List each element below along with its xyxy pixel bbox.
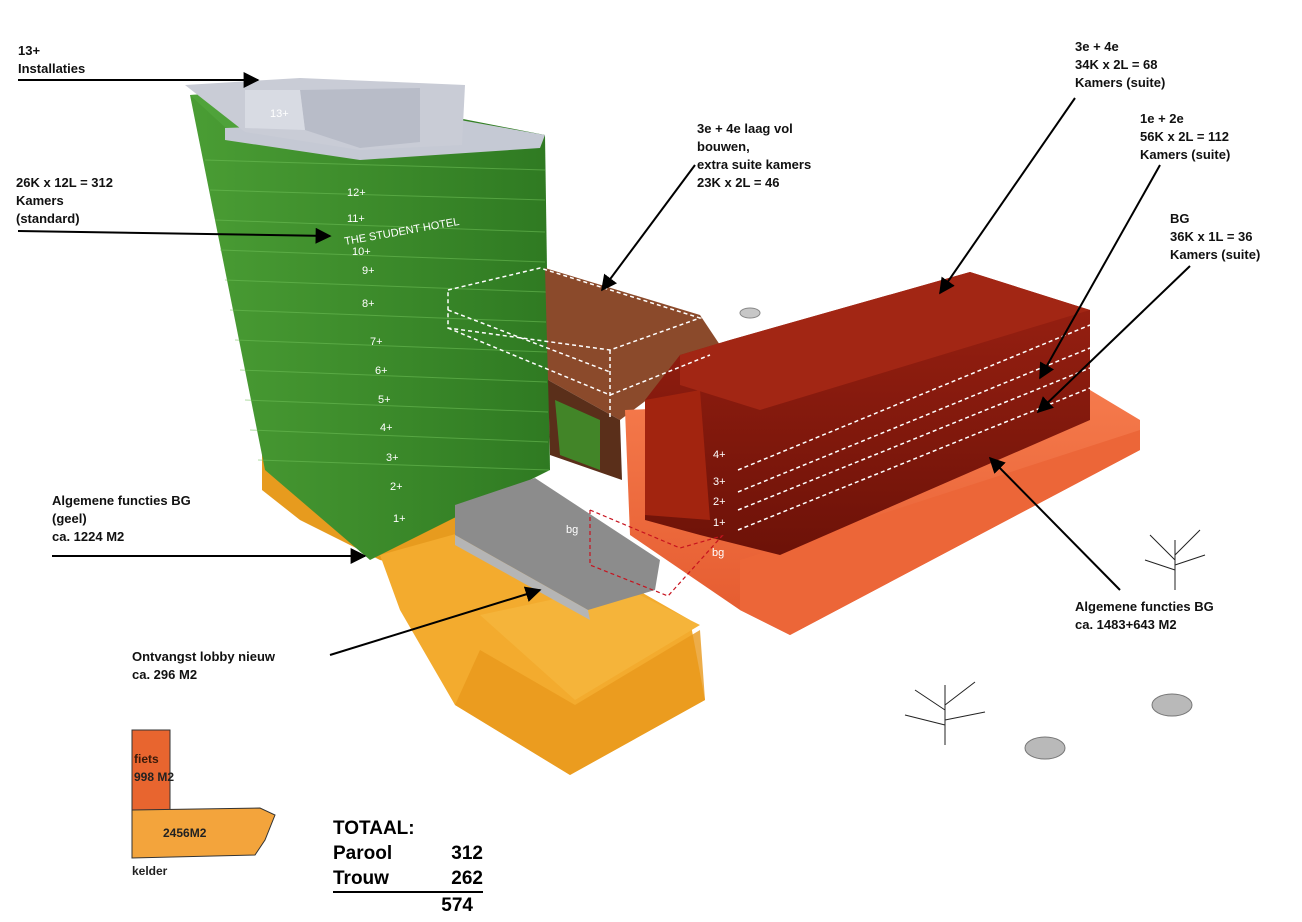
tower-floor-11: 11+ [347,213,365,225]
totals-block: TOTAAL: Parool 312 Trouw 262 574 [333,816,483,918]
tower-floor-2: 2+ [390,481,403,493]
totals-title: TOTAAL: [333,818,415,839]
tower [185,78,550,560]
red-floor-labels: 4+ 3+ 2+ 1+ bg bg [566,449,726,559]
tower-floor-9: 9+ [362,265,375,277]
totals-row-name: Trouw [333,868,389,889]
label-suite-bg: BG 36K x 1L = 36 Kamers (suite) [1170,211,1261,262]
label-installaties: 13+ Installaties [18,43,86,76]
tower-floor-5: 5+ [378,394,391,406]
tower-floor-6: 6+ [375,365,388,377]
totals-sum: 574 [441,895,473,916]
label-suite-3-4: 3e + 4e 34K x 2L = 68 Kamers (suite) [1075,39,1166,90]
red-floor-2: 2+ [713,496,726,508]
kelder-fiets-label: fiets [134,752,159,766]
totals-row-parool: Parool 312 [333,841,483,866]
label-functies-oranje: Algemene functies BG ca. 1483+643 M2 [1075,599,1214,632]
totals-row-trouw: Trouw 262 [333,866,483,893]
car-icon [1024,736,1066,760]
kelder-label: kelder [132,864,168,878]
car-icon [739,307,761,319]
tree-icon [1144,529,1206,590]
dashed-outlines [447,267,1091,597]
totals-row-value: 262 [451,868,483,889]
label-standard-rooms: 26K x 12L = 312 Kamers (standard) [16,175,113,226]
label-functies-geel: Algemene functies BG (geel) ca. 1224 M2 [52,493,191,544]
lobby-roof-label: bg [566,524,578,536]
tower-floor-7: 7+ [370,336,383,348]
red-floor-1: 1+ [713,517,726,529]
label-suite-1-2: 1e + 2e 56K x 2L = 112 Kamers (suite) [1140,111,1231,162]
tower-floor-4: 4+ [380,422,393,434]
red-floor-3: 3+ [713,476,726,488]
tower-floor-8: 8+ [362,298,375,310]
car-icon [1151,693,1193,717]
red-building [645,272,1090,555]
tower-floor-1: 1+ [393,513,406,525]
lobby-volume [455,478,660,620]
kelder-diagram [131,729,276,859]
tower-floor-12: 12+ [347,187,366,199]
tower-floor-10: 10+ [352,246,371,258]
tower-floor-13: 13+ [270,108,289,120]
leader-arrows [17,72,1191,656]
red-floor-4: 4+ [713,449,726,461]
label-extra-suites: 3e + 4e laag vol bouwen, extra suite kam… [697,121,812,190]
totals-row-value: 312 [451,843,483,864]
tree-icon [904,681,986,745]
kelder-area: 2456M2 [163,826,207,840]
tower-floor-3: 3+ [386,452,399,464]
brown-wing [545,268,720,480]
kelder-fiets-area: 998 M2 [134,770,175,784]
totals-row-name: Parool [333,843,393,864]
label-lobby: Ontvangst lobby nieuw ca. 296 M2 [132,649,276,682]
red-ground: bg [712,547,724,559]
